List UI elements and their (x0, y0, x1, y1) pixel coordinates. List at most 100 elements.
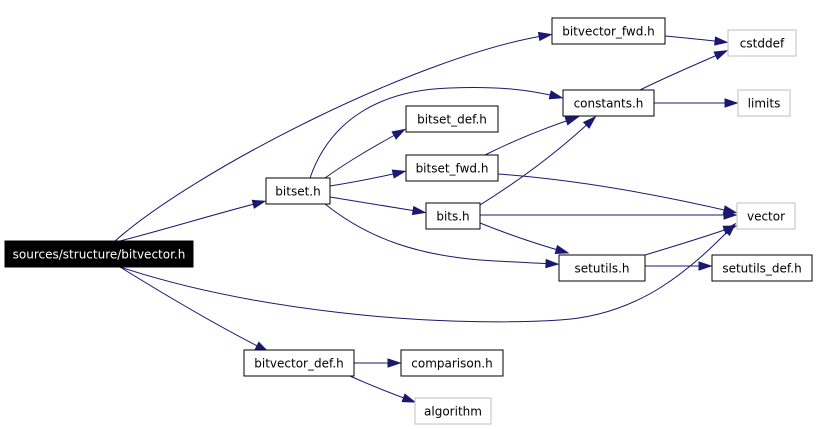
arrowhead-icon (411, 205, 427, 216)
node-bitset[interactable]: bitset.h (265, 177, 331, 205)
edge-line (479, 118, 594, 206)
arrowhead-icon (391, 169, 407, 179)
node-box (4, 240, 194, 268)
node-label: constants.h (574, 97, 644, 111)
edge-bitvector_def-to-algorithm (349, 375, 417, 403)
node-limits: limits (737, 89, 791, 117)
node-box (265, 177, 331, 205)
edge-line (119, 225, 734, 323)
arrowhead-icon (554, 244, 570, 254)
arrowhead-icon (251, 199, 267, 209)
edge-line (349, 375, 413, 402)
edge-setutils-to-setutils_def (645, 261, 713, 271)
arrowhead-icon (582, 115, 597, 129)
arrowhead-icon (698, 261, 713, 271)
node-box (405, 105, 499, 133)
edge-constants-to-limits (654, 98, 739, 108)
node-label: vector (747, 210, 785, 224)
arrowhead-icon (714, 36, 729, 46)
arrowhead-icon (545, 258, 560, 269)
edges-layer (114, 31, 739, 403)
edge-bitset_fwd-to-vector (497, 173, 738, 215)
nodes-layer: sources/structure/bitvector.h bitvector_f… (4, 17, 813, 425)
node-label: algorithm (424, 405, 482, 419)
node-box (727, 29, 797, 57)
edge-line (329, 196, 423, 213)
edge-bits-to-setutils (479, 222, 570, 254)
edge-root-to-bitvector_fwd (114, 31, 553, 242)
arrowhead-icon (723, 210, 738, 220)
node-root: sources/structure/bitvector.h (4, 240, 194, 268)
node-box (737, 89, 791, 117)
node-bitset-fwd[interactable]: bitset_fwd.h (405, 154, 499, 182)
node-box (736, 202, 796, 230)
node-bitvector-fwd[interactable]: bitvector_fwd.h (551, 17, 666, 45)
node-label: comparison.h (411, 357, 493, 371)
node-label: bitset.h (275, 185, 320, 199)
node-comparison[interactable]: comparison.h (400, 349, 504, 377)
edge-root-to-bitset (119, 199, 267, 242)
node-algorithm: algorithm (414, 397, 492, 425)
node-box (405, 154, 499, 182)
arrowhead-icon (722, 225, 738, 235)
node-label: bitset_def.h (417, 113, 487, 127)
edge-root-to-bitvector_def (119, 266, 270, 353)
arrowhead-icon (387, 358, 402, 368)
edge-bitvector_def-to-comparison (353, 358, 402, 368)
node-label: sources/structure/bitvector.h (13, 248, 186, 262)
edge-line (329, 171, 403, 187)
node-box (558, 254, 646, 282)
node-bitvector-def[interactable]: bitvector_def.h (243, 349, 355, 377)
node-setutils-def[interactable]: setutils_def.h (711, 254, 813, 282)
node-constants[interactable]: constants.h (562, 89, 655, 117)
edge-line (479, 222, 566, 253)
node-box (400, 349, 504, 377)
edge-line (309, 86, 560, 179)
edge-constants-to-cstddef (639, 50, 729, 91)
edge-bitset-to-setutils (324, 203, 560, 269)
edge-line (639, 51, 725, 91)
node-box (711, 254, 813, 282)
arrowhead-icon (401, 393, 417, 403)
node-bits[interactable]: bits.h (425, 202, 481, 230)
node-label: setutils.h (575, 262, 630, 276)
node-box (414, 397, 492, 425)
node-cstddef: cstddef (727, 29, 797, 57)
node-label: limits (748, 97, 781, 111)
node-box (562, 89, 655, 117)
node-label: setutils_def.h (722, 262, 801, 276)
edge-line (324, 130, 403, 179)
arrowhead-icon (713, 50, 729, 61)
node-box (551, 17, 666, 45)
edge-bits-to-vector (480, 210, 738, 220)
node-label: bitvector_def.h (254, 357, 344, 371)
node-label: bitvector_fwd.h (562, 25, 655, 39)
edge-line (484, 117, 576, 156)
edge-line (119, 201, 263, 242)
arrowhead-icon (391, 128, 407, 140)
edge-bitset-to-bitset_def (324, 128, 407, 179)
edge-line (497, 173, 734, 213)
edge-bitset_fwd-to-constants (484, 116, 580, 156)
node-label: cstddef (740, 37, 785, 51)
edge-bitvector_fwd-to-cstddef (664, 35, 729, 46)
edge-bitset-to-constants (309, 86, 564, 179)
edge-bits-to-constants (479, 115, 597, 206)
node-bitset-def[interactable]: bitset_def.h (405, 105, 499, 133)
arrowhead-icon (564, 116, 580, 126)
edge-line (114, 34, 549, 242)
node-label: bits.h (436, 210, 469, 224)
node-setutils[interactable]: setutils.h (558, 254, 646, 282)
node-box (243, 349, 355, 377)
edge-bitset-to-bits (329, 196, 427, 216)
edge-line (324, 203, 556, 265)
arrowhead-icon (548, 90, 564, 100)
edge-bitset-to-bitset_fwd (329, 169, 407, 187)
edge-line (644, 226, 734, 256)
arrowhead-icon (537, 31, 553, 42)
node-vector: vector (736, 202, 796, 230)
arrowhead-icon (724, 98, 739, 108)
edge-line (119, 266, 266, 351)
edge-setutils-to-vector (644, 225, 738, 256)
